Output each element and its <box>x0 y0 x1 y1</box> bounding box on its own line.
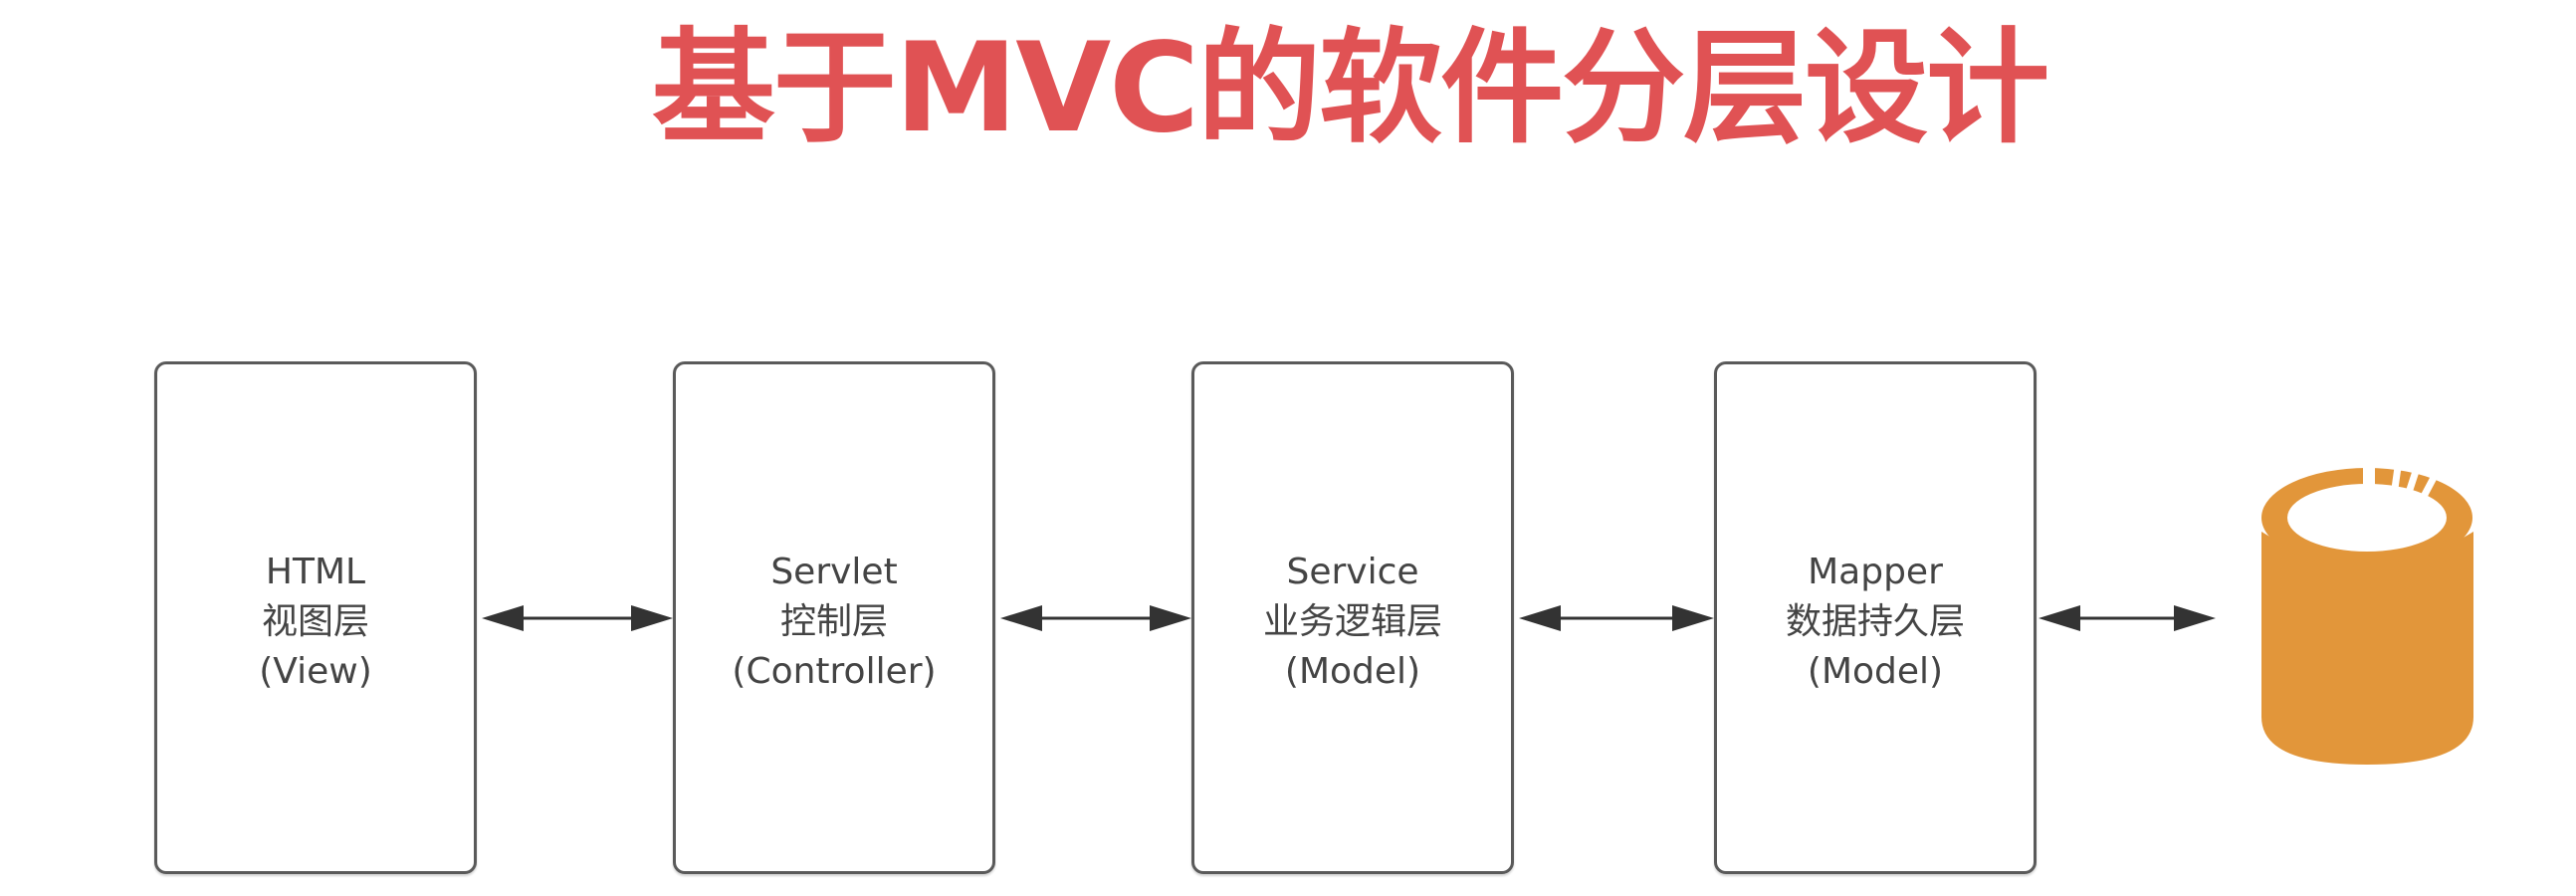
arrow-head-left <box>1519 605 1561 631</box>
layer-label: HTML 视图层 (View) <box>157 548 474 697</box>
layer-name: Service <box>1286 552 1419 592</box>
layer-role: (View) <box>259 651 372 692</box>
database-icon <box>2261 464 2473 765</box>
bidirectional-arrow <box>2039 605 2216 631</box>
page-title: 基于MVC的软件分层设计 <box>651 17 2049 160</box>
arrow-head-left <box>2039 605 2080 631</box>
arrow-head-left <box>482 605 524 631</box>
arrow-head-right <box>2174 605 2216 631</box>
arrow-head-right <box>1150 605 1191 631</box>
layer-label: Service 业务逻辑层 (Model) <box>1194 548 1511 697</box>
layer-label: Servlet 控制层 (Controller) <box>676 548 992 697</box>
layer-role: (Model) <box>1284 651 1421 692</box>
arrow-head-right <box>631 605 673 631</box>
layer-chinese-name: 业务逻辑层 <box>1262 601 1442 642</box>
layer-name: Mapper <box>1808 552 1943 592</box>
layer-box-service: Service 业务逻辑层 (Model) <box>1191 361 1514 874</box>
layer-chinese-name: 视图层 <box>261 601 369 642</box>
layer-chinese-name: 控制层 <box>779 601 888 642</box>
bidirectional-arrow <box>482 605 673 631</box>
arrow-head-right <box>1672 605 1714 631</box>
layer-name: HTML <box>265 552 366 592</box>
bidirectional-arrow <box>1000 605 1191 631</box>
arrow-head-left <box>1000 605 1042 631</box>
layer-role: (Controller) <box>732 651 937 692</box>
layer-role: (Model) <box>1807 651 1944 692</box>
layer-chinese-name: 数据持久层 <box>1785 601 1965 642</box>
layer-name: Servlet <box>770 552 898 592</box>
bidirectional-arrow <box>1519 605 1714 631</box>
layer-box-view: HTML 视图层 (View) <box>154 361 477 874</box>
layer-label: Mapper 数据持久层 (Model) <box>1717 548 2034 697</box>
layer-box-controller: Servlet 控制层 (Controller) <box>673 361 995 874</box>
layer-box-mapper: Mapper 数据持久层 (Model) <box>1714 361 2037 874</box>
